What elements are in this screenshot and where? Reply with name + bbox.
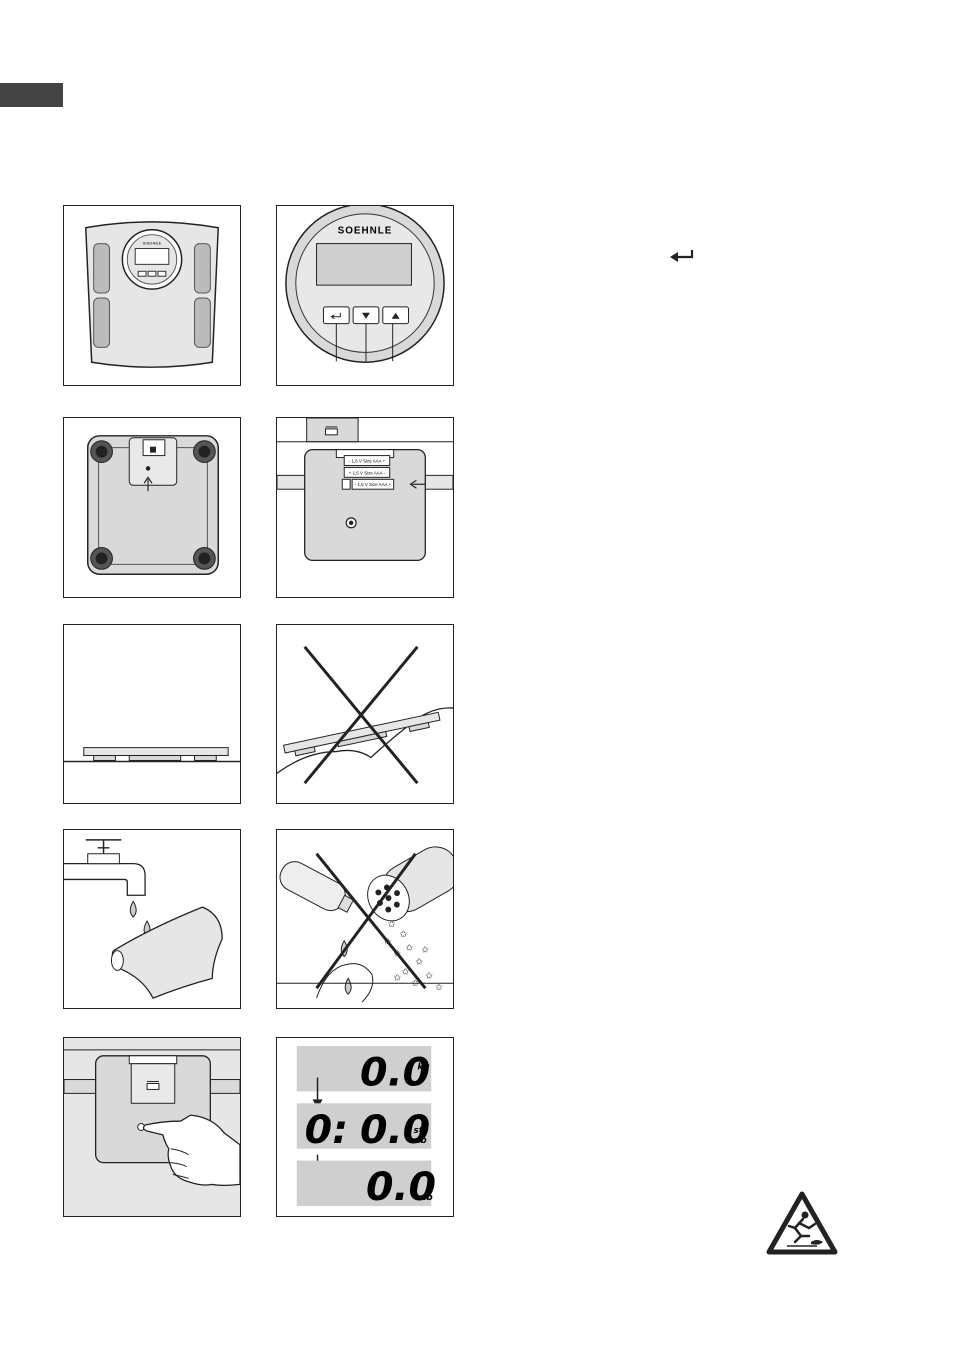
figure-damp-cloth xyxy=(63,829,241,1009)
figure-flat-floor xyxy=(63,624,241,804)
svg-text:✩: ✩ xyxy=(421,945,429,955)
figure-press-unit-button xyxy=(63,1037,241,1217)
figure-scale-top-view: SOEHNLE xyxy=(63,205,241,386)
svg-text:✩: ✩ xyxy=(388,919,396,929)
figure-no-chemicals-crossed: ✩✩✩ ✩✩✩ ✩✩✩ ✩✩✩ xyxy=(276,829,454,1009)
svg-text:✩: ✩ xyxy=(406,943,414,953)
svg-text:✩: ✩ xyxy=(394,972,402,982)
enter-key-icon xyxy=(668,248,696,264)
battery-label-2: + 1,5 V Size AAA - xyxy=(349,470,386,475)
svg-text:✩: ✩ xyxy=(400,929,408,939)
svg-text:✩: ✩ xyxy=(425,970,433,980)
figure-unit-displays: 0.0 kg 0: 0.0 st lb 0.0 lb xyxy=(276,1037,454,1217)
display-lb-digits: 0.0 xyxy=(366,1164,436,1210)
svg-text:✩: ✩ xyxy=(415,956,423,966)
section-tab xyxy=(0,83,63,107)
battery-label-1: - 1,5 V Size AAA + xyxy=(349,459,386,464)
display-st-unit: st xyxy=(413,1126,423,1136)
display-lb-unit: lb xyxy=(423,1193,432,1203)
scale-brand-mini: SOEHNLE xyxy=(143,241,162,246)
figure-scale-bottom-view xyxy=(63,417,241,598)
battery-label-3: - 1,5 V Size AAA + xyxy=(355,482,392,487)
slippery-floor-warning-icon xyxy=(765,1190,839,1256)
display-st-prefix: 0: xyxy=(305,1107,348,1153)
figure-uneven-floor-crossed xyxy=(276,624,454,804)
display-st-lb-unit: lb xyxy=(417,1136,426,1146)
display-kg-unit: kg xyxy=(417,1063,430,1073)
figure-battery-compartment: - 1,5 V Size AAA + + 1,5 V Size AAA - - … xyxy=(276,417,454,598)
figure-display-buttons: SOEHNLE xyxy=(276,205,454,386)
brand-logo: SOEHNLE xyxy=(338,226,393,237)
